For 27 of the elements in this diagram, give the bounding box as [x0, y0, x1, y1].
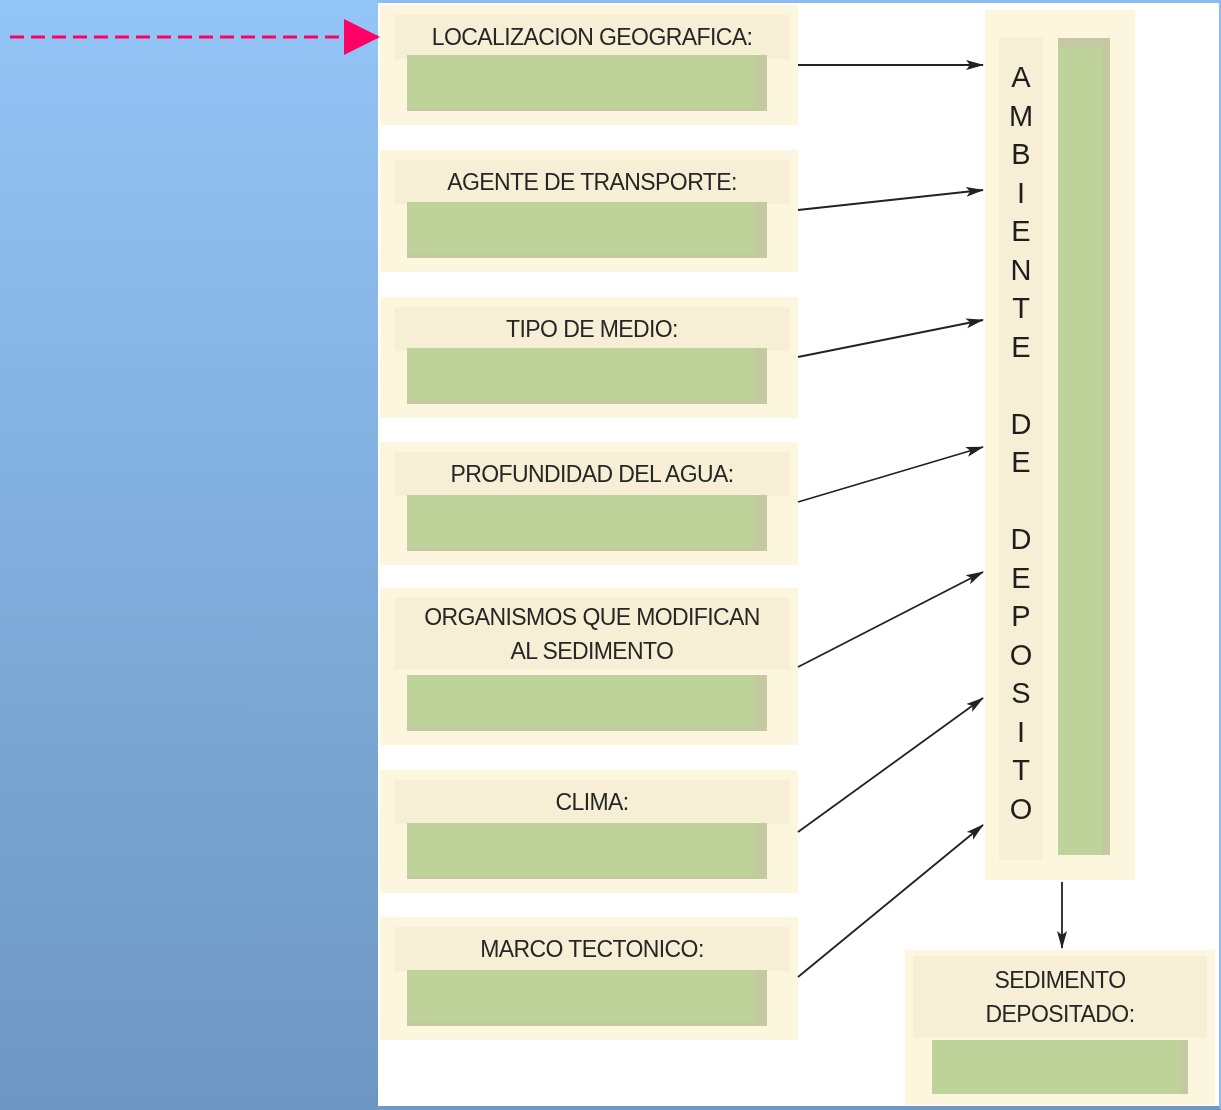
arrow	[10, 19, 380, 55]
label-card	[380, 442, 798, 565]
arrow	[797, 60, 984, 70]
arrow	[797, 186, 984, 211]
label-card	[380, 770, 798, 893]
label-card	[380, 5, 798, 125]
vertical-heading: AMBIENTE DE DEPOSITO	[1007, 60, 1035, 827]
label-card	[380, 917, 798, 1040]
field-label: PROFUNDIDAD DEL AGUA:	[450, 460, 734, 489]
field-label: MARCO TECTONICO:	[480, 935, 704, 964]
label-card	[905, 950, 1215, 1105]
field-label: SEDIMENTO DEPOSITADO:	[984, 966, 1136, 1029]
arrow	[797, 446, 984, 503]
arrow	[1057, 881, 1067, 949]
vertical-panel	[985, 10, 1135, 880]
label-card	[380, 588, 798, 745]
arrow	[797, 571, 984, 668]
field-label: AGENTE DE TRANSPORTE:	[447, 168, 737, 197]
field-label: ORGANISMOS QUE MODIFICAN AL SEDIMENTO	[423, 603, 761, 666]
field-label: TIPO DE MEDIO:	[506, 315, 678, 344]
arrow	[797, 318, 984, 358]
arrow	[797, 697, 984, 833]
label-card	[380, 297, 798, 418]
arrow	[797, 824, 984, 978]
label-card	[380, 150, 798, 272]
field-label: CLIMA:	[555, 788, 629, 817]
field-label: LOCALIZACION GEOGRAFICA:	[431, 23, 753, 52]
